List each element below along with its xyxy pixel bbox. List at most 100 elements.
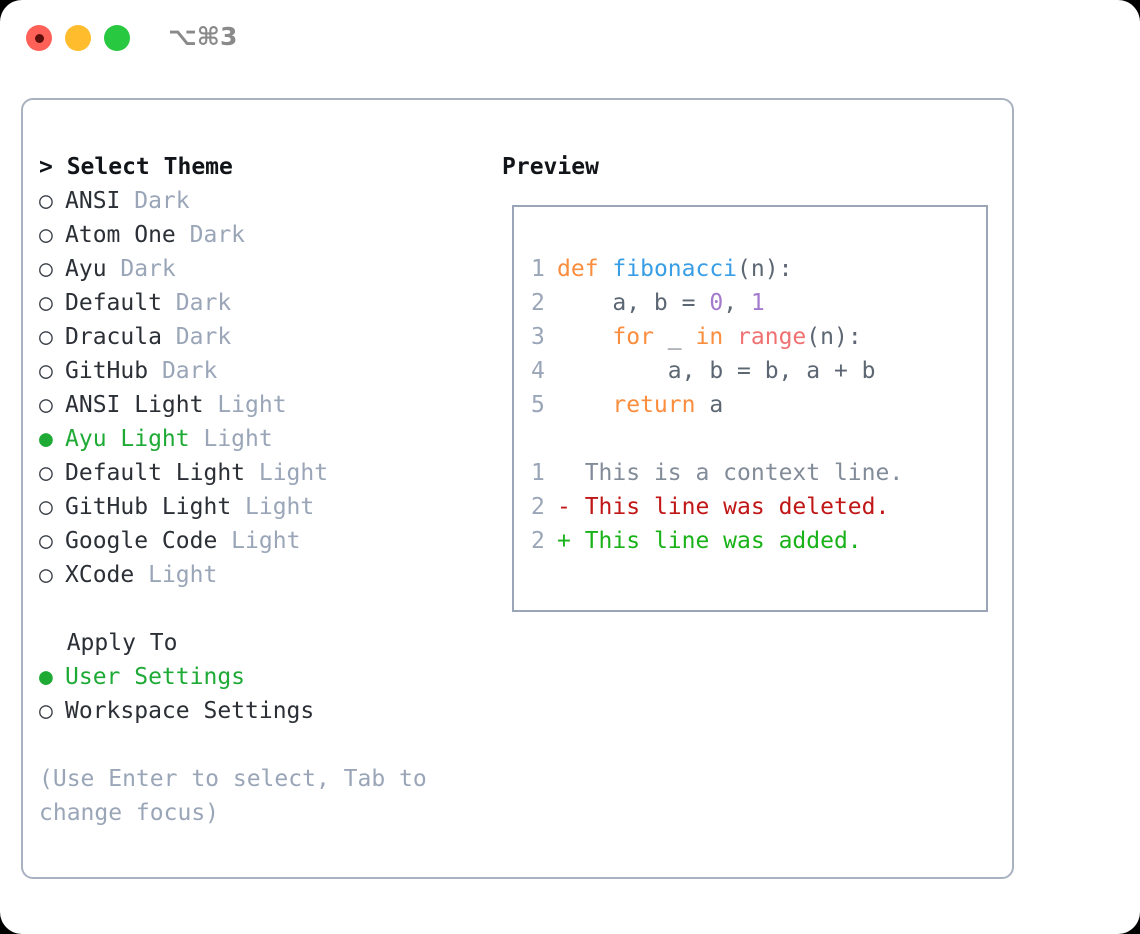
code-line: 4 a, b = b, a + b — [531, 354, 980, 388]
theme-name: Default — [65, 290, 162, 316]
diff-line: 2+ This line was added. — [531, 524, 980, 558]
theme-list-item[interactable]: ○ANSI Dark — [39, 184, 489, 218]
line-number: 2 — [531, 290, 545, 316]
theme-name: Ayu — [65, 256, 107, 282]
radio-unselected-icon: ○ — [39, 460, 53, 486]
keyboard-shortcut-label: ⌥⌘3 — [168, 22, 238, 51]
theme-name: Atom One — [65, 222, 176, 248]
minimize-button[interactable] — [65, 25, 91, 51]
theme-variant: Dark — [106, 256, 176, 282]
code-token: for — [612, 324, 654, 350]
theme-list-item[interactable]: ○ XCode Light — [39, 558, 489, 592]
diff-line: 1 This is a context line. — [531, 456, 980, 490]
code-line: 5 return a — [531, 388, 980, 422]
diff-text: This line was deleted. — [584, 494, 890, 520]
apply-to-label: Workspace Settings — [65, 698, 315, 724]
title-bar: ⌥⌘3 — [0, 0, 1140, 80]
close-button[interactable] — [26, 25, 52, 51]
code-line: 2 a, b = 0, 1 — [531, 286, 980, 320]
theme-list-item[interactable]: ○ Default Dark — [39, 286, 489, 320]
theme-list-item[interactable]: ○GitHub Light Light — [39, 490, 489, 524]
line-number: 1 — [531, 460, 545, 486]
theme-variant: Dark — [175, 222, 246, 248]
code-token: a — [695, 392, 724, 418]
theme-variant: Dark — [161, 290, 232, 316]
line-number: 5 — [531, 392, 545, 418]
radio-selected-icon: ● — [39, 426, 53, 452]
line-number: 3 — [531, 324, 545, 350]
apply-to-list[interactable]: ● User Settings ○Workspace Settings — [39, 660, 489, 728]
line-number: 2 — [531, 494, 545, 520]
theme-name: XCode — [65, 562, 135, 588]
theme-name: ANSI — [65, 188, 121, 214]
theme-list-item[interactable]: ○ Atom One Dark — [39, 218, 489, 252]
theme-list-item[interactable]: ○ANSI Light Light — [39, 388, 489, 422]
apply-to-header: Apply To — [39, 630, 178, 656]
code-token: (n): — [737, 256, 793, 282]
radio-selected-icon: ● — [39, 664, 53, 690]
code-token: 0 — [709, 290, 724, 316]
theme-list[interactable]: ○ANSI Dark○Atom One Dark○Ayu Dark○Defaul… — [39, 184, 489, 592]
radio-unselected-icon: ○ — [39, 222, 53, 248]
radio-unselected-icon: ○ — [39, 494, 53, 520]
code-token: range — [737, 324, 807, 350]
theme-variant: Dark — [161, 324, 232, 350]
theme-variant: Light — [134, 562, 218, 588]
diff-block: 1 This is a context line.2- This line wa… — [531, 456, 980, 558]
theme-list-item[interactable]: ○Default Light Light — [39, 456, 489, 490]
code-token: def — [557, 256, 599, 282]
theme-name: Dracula — [65, 324, 162, 350]
code-token — [557, 324, 612, 350]
theme-variant: Light — [203, 392, 287, 418]
apply-to-item[interactable]: ○Workspace Settings — [39, 694, 489, 728]
radio-unselected-icon: ○ — [39, 188, 53, 214]
theme-variant: Light — [217, 528, 301, 554]
radio-unselected-icon: ○ — [39, 392, 53, 418]
radio-unselected-icon: ○ — [39, 528, 53, 554]
section-spacer — [39, 592, 489, 626]
code-line: 3 for _ in range(n): — [531, 320, 980, 354]
radio-unselected-icon: ○ — [39, 562, 53, 588]
select-theme-header: > Select Theme — [39, 154, 233, 180]
code-token: 1 — [750, 290, 765, 316]
code-token: return — [612, 392, 696, 418]
theme-variant: Light — [189, 426, 273, 452]
diff-sign: + — [557, 528, 585, 554]
radio-unselected-icon: ○ — [39, 358, 53, 384]
diff-sign — [557, 460, 585, 486]
preview-header: Preview — [502, 154, 599, 180]
theme-list-item[interactable]: ○ Dracula Dark — [39, 320, 489, 354]
apply-to-item[interactable]: ● User Settings — [39, 660, 489, 694]
theme-list-item[interactable]: ○Ayu Dark — [39, 252, 489, 286]
code-token — [599, 256, 613, 282]
theme-name: Ayu Light — [65, 426, 190, 452]
theme-name: Google Code — [65, 528, 218, 554]
code-token: , — [723, 290, 751, 316]
theme-list-item[interactable]: ● Ayu Light Light — [39, 422, 489, 456]
code-token: (n): — [806, 324, 862, 350]
theme-list-item[interactable]: ○ GitHub Dark — [39, 354, 489, 388]
code-token: a, b = — [557, 290, 710, 316]
diff-sign: - — [557, 494, 585, 520]
line-number: 2 — [531, 528, 545, 554]
theme-picker-panel: > Select Theme ○ANSI Dark○Atom One Dark○… — [21, 98, 1014, 879]
theme-name: Default Light — [65, 460, 246, 486]
diff-text: This is a context line. — [584, 460, 904, 486]
code-token — [557, 392, 612, 418]
apply-to-label: User Settings — [65, 664, 246, 690]
radio-unselected-icon: ○ — [39, 290, 53, 316]
theme-list-item[interactable]: ○ Google Code Light — [39, 524, 489, 558]
code-token — [723, 324, 737, 350]
theme-name: GitHub — [65, 358, 149, 384]
diff-line: 2- This line was deleted. — [531, 490, 980, 524]
code-token: _ — [653, 324, 696, 350]
code-token: in — [695, 324, 724, 350]
maximize-button[interactable] — [104, 25, 130, 51]
theme-variant: Dark — [148, 358, 218, 384]
theme-variant: Light — [231, 494, 315, 520]
radio-unselected-icon: ○ — [39, 324, 53, 350]
